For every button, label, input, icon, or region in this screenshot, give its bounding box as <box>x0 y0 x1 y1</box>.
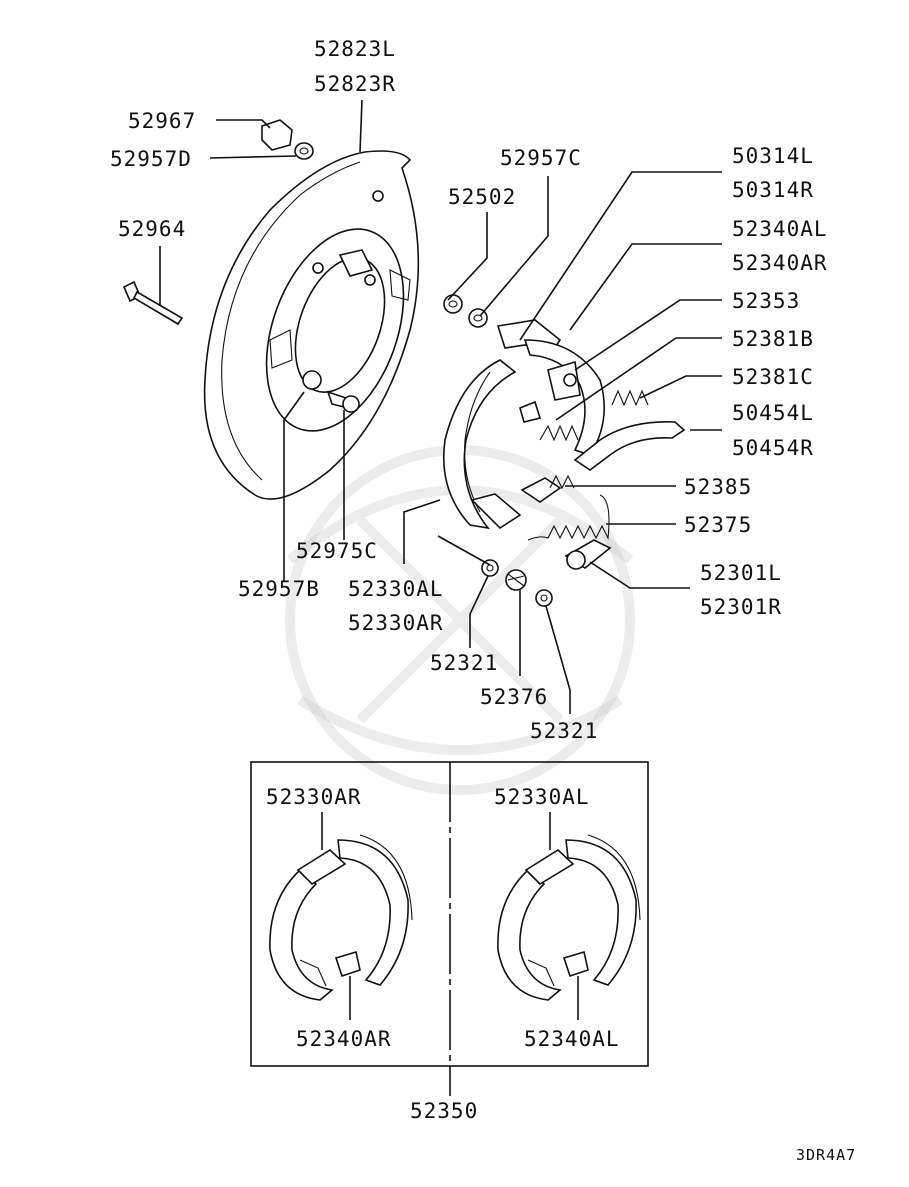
washer-52957D <box>294 142 314 160</box>
lever-50454 <box>573 421 686 471</box>
label-52957C: 52957C <box>500 146 582 170</box>
label-50454R: 50454R <box>732 436 814 460</box>
label-52964: 52964 <box>118 217 186 241</box>
label-52376: 52376 <box>480 685 548 709</box>
label-52321-b: 52321 <box>530 719 598 743</box>
shoe-kit-box <box>250 761 649 1096</box>
cup-52321-right <box>535 589 553 607</box>
spring-52381C <box>611 389 649 407</box>
label-52502: 52502 <box>448 185 516 209</box>
label-52330AL: 52330AL <box>348 577 444 601</box>
kit-shoe-right <box>497 812 641 1020</box>
label-52350: 52350 <box>410 1099 478 1123</box>
leader-lines <box>159 99 722 714</box>
label-box-52330AL: 52330AL <box>494 785 590 809</box>
label-50314L: 50314L <box>732 144 814 168</box>
label-52301R: 52301R <box>700 595 782 619</box>
label-52301L: 52301L <box>700 561 782 585</box>
label-52823R: 52823R <box>314 72 396 96</box>
kit-shoe-left <box>269 812 413 1020</box>
label-52340AR: 52340AR <box>732 251 828 275</box>
label-box-52340AL: 52340AL <box>524 1027 620 1051</box>
washer-52502 <box>443 294 463 314</box>
label-52957D: 52957D <box>110 147 192 171</box>
label-52375: 52375 <box>684 513 752 537</box>
label-52823L: 52823L <box>314 37 396 61</box>
label-50314R: 50314R <box>732 178 814 202</box>
spring-52375 <box>527 494 610 541</box>
spring-52381B <box>539 424 579 442</box>
spring-52376 <box>505 569 527 591</box>
label-52321-a: 52321 <box>430 651 498 675</box>
label-52967: 52967 <box>128 109 196 133</box>
bolt-52964 <box>122 280 184 326</box>
label-52385: 52385 <box>684 475 752 499</box>
label-52353: 52353 <box>732 289 800 313</box>
label-box-52340AR: 52340AR <box>296 1027 392 1051</box>
stud-52975C <box>326 390 360 413</box>
diagram-code: 3DR4A7 <box>796 1146 856 1164</box>
label-52975C: 52975C <box>296 539 378 563</box>
label-52381B: 52381B <box>732 327 814 351</box>
label-52340AL: 52340AL <box>732 217 828 241</box>
label-52957B: 52957B <box>238 577 320 601</box>
label-50454L: 50454L <box>732 401 814 425</box>
label-box-52330AR: 52330AR <box>266 785 362 809</box>
part-labels: 52823L 52823R 52967 52957D 52964 52957C … <box>110 37 856 1164</box>
label-52330AR: 52330AR <box>348 611 444 635</box>
spring-52385 <box>549 474 575 490</box>
cup-52321-left <box>481 559 499 577</box>
label-52381C: 52381C <box>732 365 814 389</box>
backing-plate <box>203 150 420 500</box>
adjuster-52301 <box>564 539 612 570</box>
brake-shoe-assembly <box>442 319 606 530</box>
